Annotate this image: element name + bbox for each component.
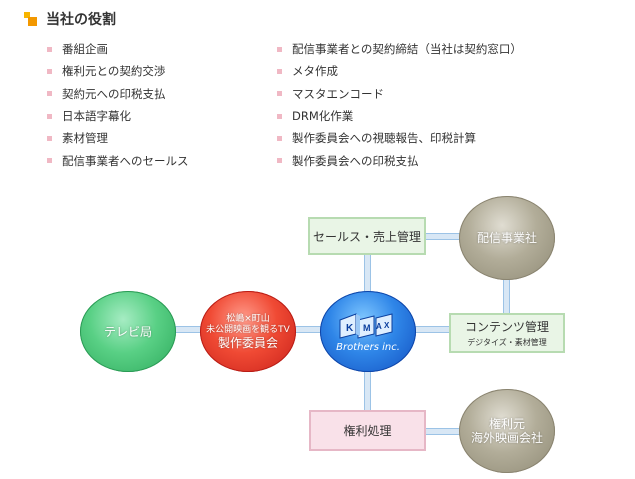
company-logo-text: Brothers inc.: [336, 342, 400, 353]
svg-text:K: K: [346, 323, 354, 334]
rights-holder-circle: 権利元 海外映画会社: [459, 389, 555, 473]
bullet-icon: [277, 46, 282, 52]
square-bullet-icon: [24, 12, 38, 26]
bullet-icon: [47, 158, 52, 164]
list-item: メタ作成: [277, 60, 522, 82]
svg-text:M: M: [363, 323, 371, 333]
roles-list-left: 番組企画 権利元との契約交渉 契約元への印税支払 日本語字幕化 素材管理 配信事…: [47, 38, 189, 172]
svg-text:A: A: [376, 322, 382, 331]
brothers-logo-circle: K M A X Brothers inc.: [320, 291, 416, 372]
bullet-icon: [277, 113, 282, 119]
list-item: 配信事業者へのセールス: [47, 149, 189, 171]
svg-text:X: X: [384, 321, 390, 330]
committee-circle: 松嶋×町山 未公開映画を観るTV 製作委員会: [200, 291, 296, 372]
bullet-icon: [277, 68, 282, 74]
bullet-icon: [47, 135, 52, 141]
bullet-icon: [47, 46, 52, 52]
bullet-icon: [277, 135, 282, 141]
bullet-icon: [47, 91, 52, 97]
connector-distributor-content: [503, 276, 510, 316]
roles-list-right: 配信事業者との契約締結（当社は契約窓口） メタ作成 マスタエンコード DRM化作…: [277, 38, 522, 172]
distributor-circle: 配信事業社: [459, 196, 555, 280]
bullet-icon: [277, 91, 282, 97]
connector-sales-distributor: [424, 233, 464, 240]
list-item: 素材管理: [47, 127, 189, 149]
bullet-icon: [277, 158, 282, 164]
bullet-icon: [47, 68, 52, 74]
list-item: 契約元への印税支払: [47, 83, 189, 105]
connector-center-sales: [364, 252, 371, 294]
bullet-icon: [47, 113, 52, 119]
connector-center-content: [410, 326, 452, 333]
kmax-cube-logo-icon: K M A X: [339, 313, 393, 339]
page-title: 当社の役割: [46, 12, 116, 28]
section-heading: 当社の役割: [24, 10, 116, 28]
list-item: 製作委員会への印税支払: [277, 149, 522, 171]
list-item: 製作委員会への視聴報告、印税計算: [277, 127, 522, 149]
list-item: DRM化作業: [277, 105, 522, 127]
list-item: 日本語字幕化: [47, 105, 189, 127]
tv-station-circle: テレビ局: [80, 291, 176, 372]
connector-rights-holder: [424, 428, 464, 435]
list-item: 配信事業者との契約締結（当社は契約窓口）: [277, 38, 522, 60]
sales-box: セールス・売上管理: [308, 217, 426, 255]
list-item: マスタエンコード: [277, 83, 522, 105]
list-item: 番組企画: [47, 38, 189, 60]
rights-box: 権利処理: [309, 410, 426, 451]
list-item: 権利元との契約交渉: [47, 60, 189, 82]
content-box: コンテンツ管理 デジタイズ・素材管理: [449, 313, 565, 353]
